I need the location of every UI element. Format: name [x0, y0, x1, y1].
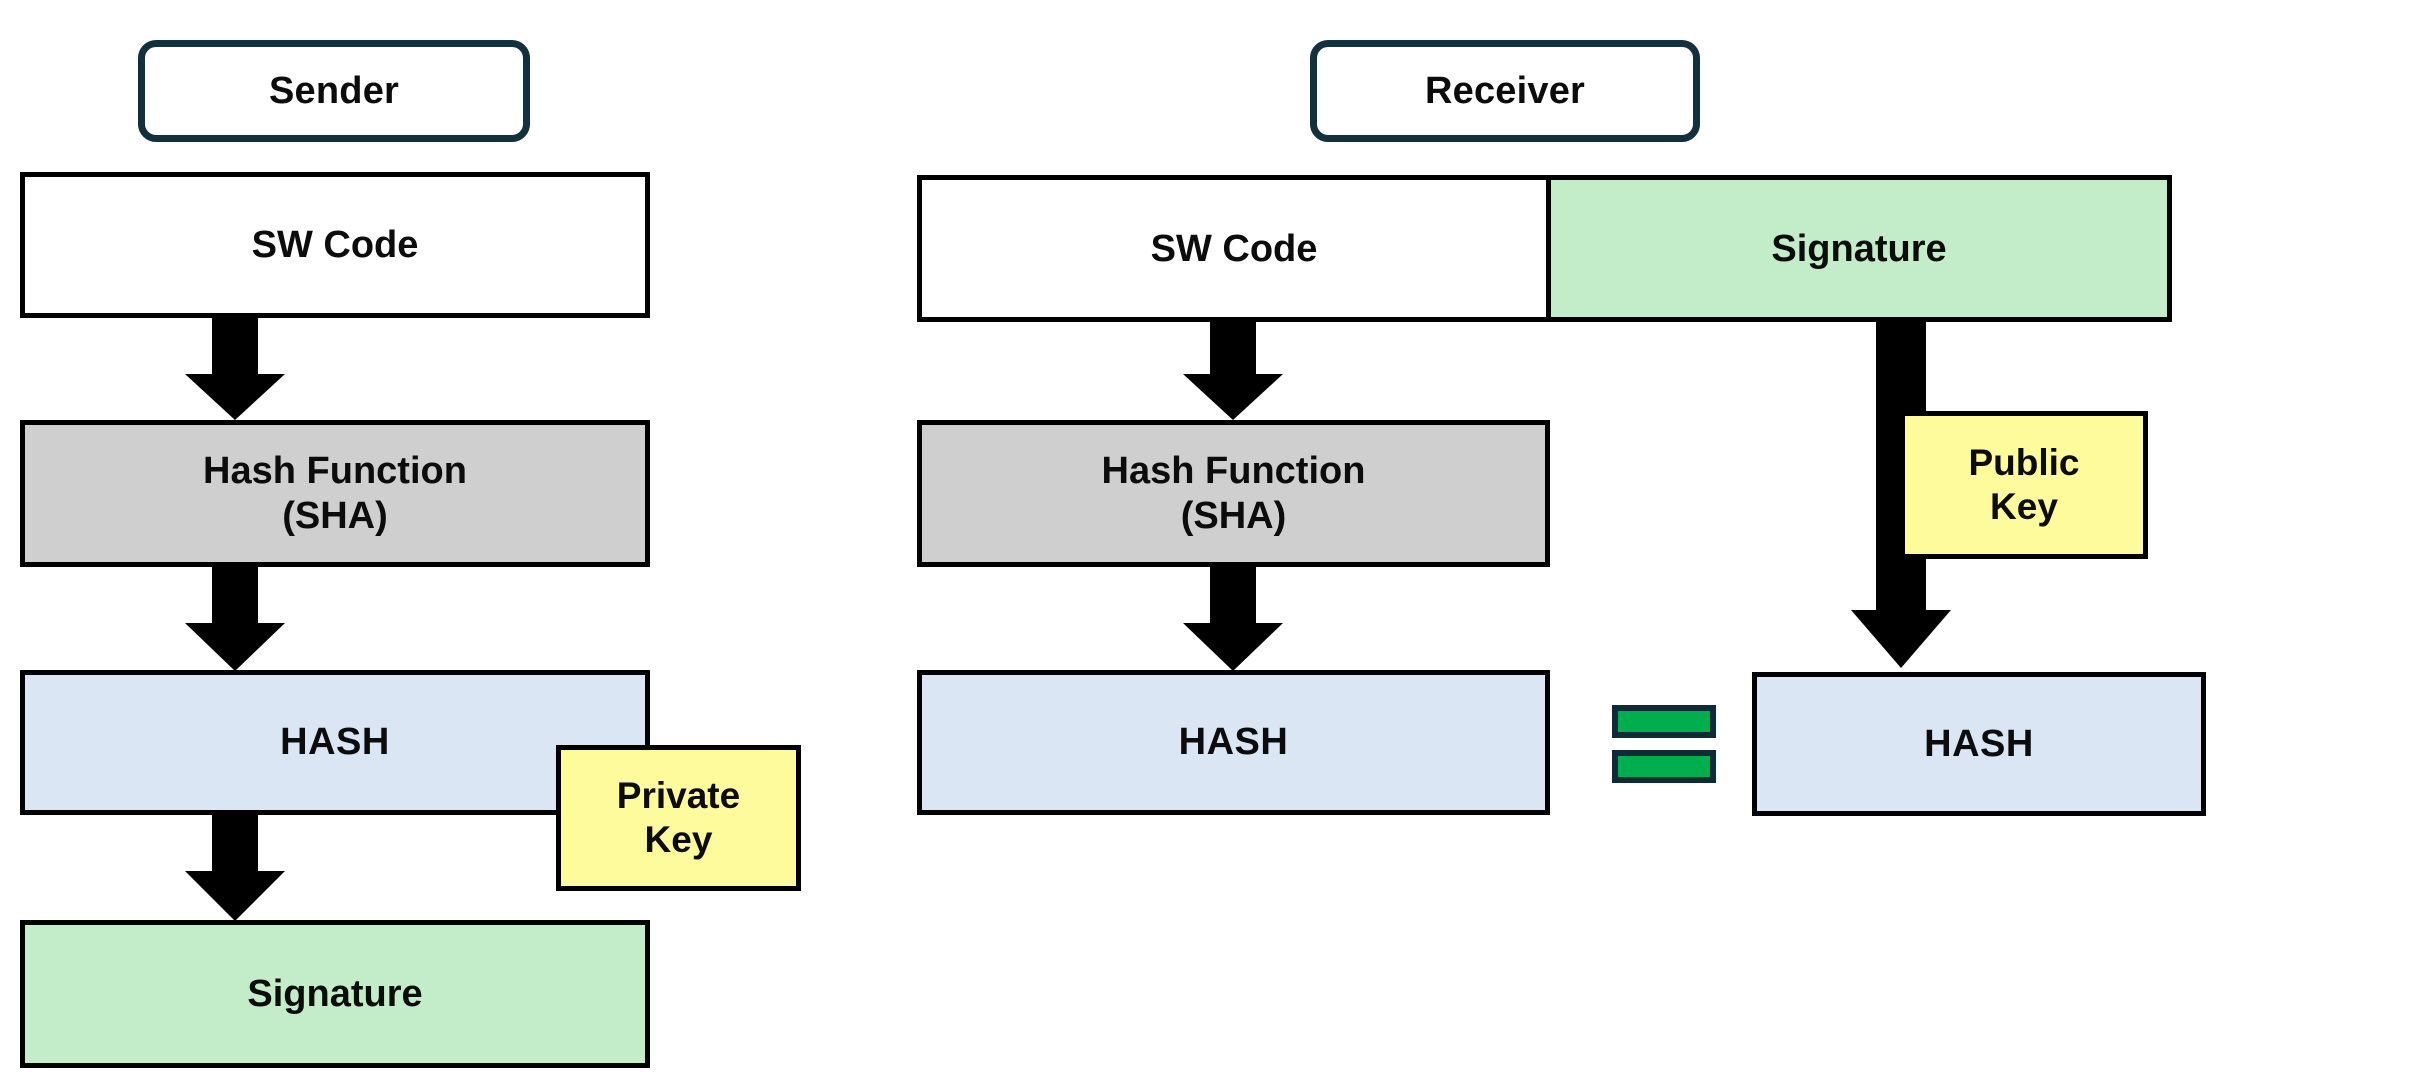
receiver-sw-code-label: SW Code: [1150, 227, 1318, 270]
receiver-badge: Receiver: [1310, 40, 1700, 142]
receiver-arrow-1: [1183, 322, 1283, 422]
sender-signature-label: Signature: [247, 972, 423, 1015]
sender-badge-label: Sender: [268, 70, 400, 112]
receiver-arrow-2: [1183, 567, 1283, 672]
sender-hash-function-label: Hash Function (SHA): [203, 449, 467, 537]
sender-hash-box: HASH: [20, 670, 650, 815]
receiver-hash-function-label: Hash Function (SHA): [1101, 449, 1366, 537]
sender-signature-box: Signature: [20, 920, 650, 1068]
sender-hash-function-box: Hash Function (SHA): [20, 420, 650, 567]
public-key-box: Public Key: [1900, 411, 2148, 559]
receiver-sw-code-cell: SW Code: [922, 180, 1546, 317]
receiver-signature-label: Signature: [1771, 227, 1947, 270]
public-key-label: Public Key: [1968, 441, 2080, 527]
private-key-label: Private Key: [616, 774, 741, 860]
receiver-recovered-hash-box: HASH: [1752, 672, 2206, 816]
receiver-computed-hash-label: HASH: [1178, 721, 1289, 764]
sender-sw-code-box: SW Code: [20, 172, 650, 318]
sender-arrow-2: [185, 567, 285, 672]
equals-bar-top: [1612, 705, 1716, 738]
receiver-computed-hash-box: HASH: [917, 670, 1550, 815]
sender-badge: Sender: [138, 40, 530, 142]
receiver-recovered-hash-label: HASH: [1924, 722, 2034, 765]
receiver-signature-cell: Signature: [1551, 180, 2167, 317]
receiver-hash-function-box: Hash Function (SHA): [917, 420, 1550, 567]
private-key-box: Private Key: [556, 745, 801, 891]
sender-hash-label: HASH: [280, 721, 390, 764]
package-divider: [1546, 180, 1551, 317]
sender-arrow-1: [185, 318, 285, 420]
equals-icon: [1612, 705, 1716, 783]
sender-arrow-3: [185, 815, 285, 923]
sender-sw-code-label: SW Code: [251, 223, 419, 266]
receiver-badge-label: Receiver: [1424, 70, 1586, 112]
equals-bar-bottom: [1612, 750, 1716, 783]
receiver-package-bar: SW Code Signature: [917, 175, 2172, 322]
